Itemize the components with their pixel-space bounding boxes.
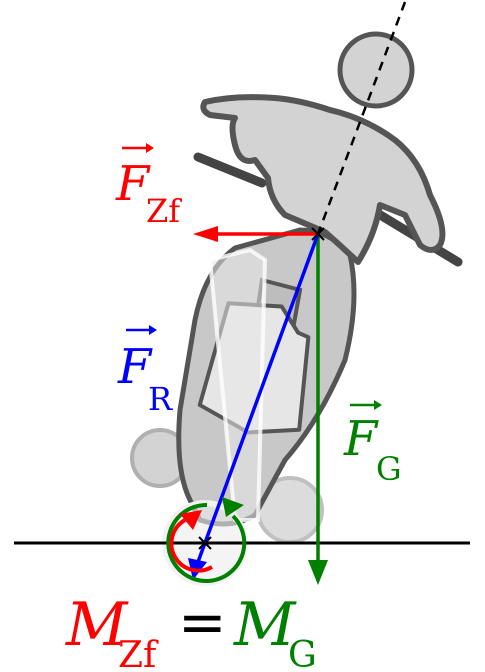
contact-point-marker	[198, 536, 212, 550]
gravity-force-arrow	[308, 234, 328, 585]
label-f-r: F R	[117, 325, 173, 418]
m-g-subscript: G	[288, 635, 317, 672]
f-r-subscript: R	[148, 380, 173, 418]
centrifugal-force-arrow	[193, 226, 318, 242]
f-zf-subscript: Zf	[146, 192, 182, 230]
f-zf-symbol: F	[115, 156, 151, 212]
f-g-symbol: F	[343, 411, 379, 467]
center-of-mass-marker	[311, 227, 325, 241]
m-zf-symbol: M	[65, 590, 129, 660]
f-r-symbol: F	[117, 339, 153, 395]
moment-equation: M Zf = M G	[65, 588, 317, 672]
f-g-subscript: G	[376, 450, 402, 488]
m-zf-subscript: Zf	[118, 635, 159, 672]
moment-gravity-arc	[166, 497, 247, 583]
m-g-symbol: M	[233, 590, 297, 660]
label-f-zf: F Zf	[115, 143, 182, 230]
rider-helmet	[337, 31, 415, 109]
rider-torso	[200, 94, 446, 265]
moment-centrifugal-arc	[169, 510, 213, 573]
equals-sign: =	[178, 588, 227, 656]
rider	[200, 31, 446, 265]
label-f-g: F G	[343, 400, 402, 488]
